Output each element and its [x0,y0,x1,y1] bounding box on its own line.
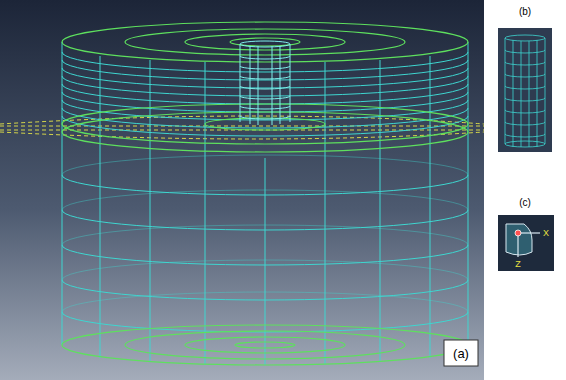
panel-label: (b) [519,7,531,17]
axis-label: X [543,229,549,238]
viewport-background [0,0,484,380]
section-shape [506,224,532,255]
soil-top [62,22,468,152]
pile-mesh [240,41,290,125]
soil-mesh-upper [62,42,468,158]
panel-label: (a) [453,347,469,360]
axis-label: Z [515,260,521,269]
panel-label: (c) [519,198,531,208]
z-axis [517,233,518,257]
soil-mesh-lower [62,136,468,365]
triad-background [498,215,554,271]
pile-thumbnail-bg [498,28,552,152]
pile-thumbnail [505,35,545,147]
label-box [444,340,478,366]
soil-bottom [62,325,468,365]
origin-dot [515,230,521,236]
